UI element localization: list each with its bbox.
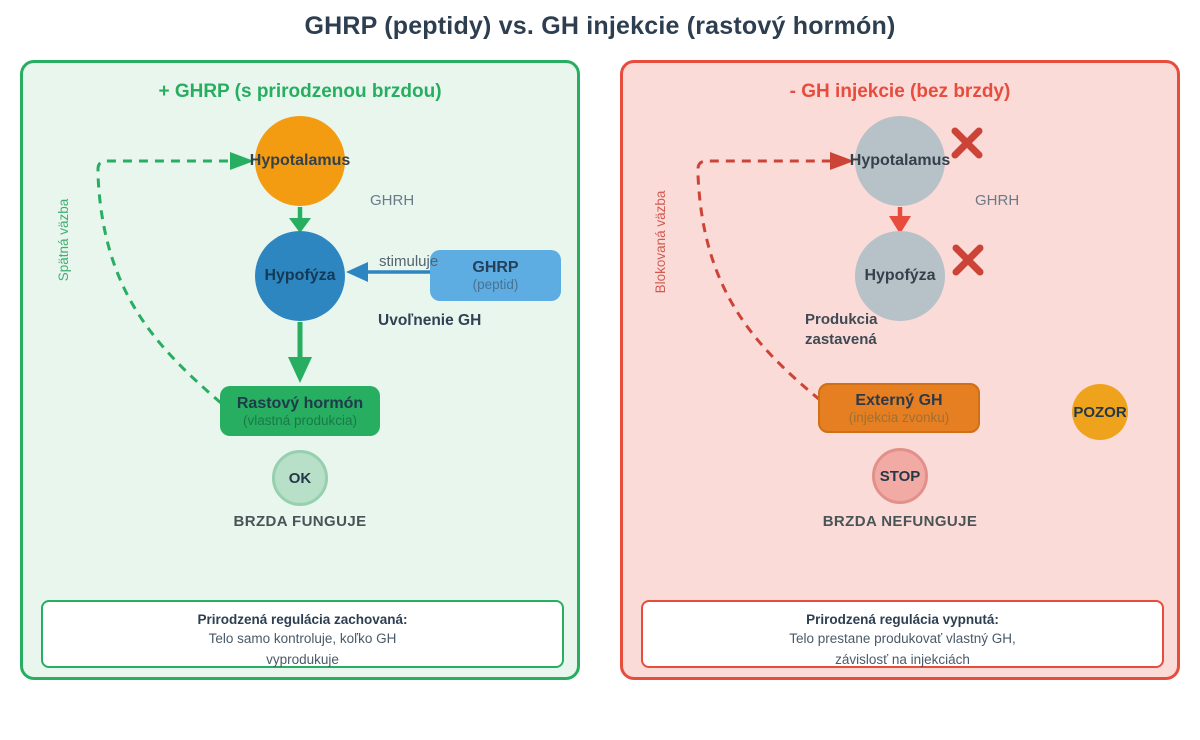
ok-badge-label: OK [288, 469, 312, 487]
ok-badge: OK [272, 450, 328, 506]
ghrh-down-arrow [289, 207, 311, 233]
note-title: Prirodzená regulácia zachovaná: [197, 612, 408, 627]
blocked-x-icon [951, 127, 983, 159]
hypothalamus-node: Hypotalamus [850, 116, 950, 206]
external-gh-title: Externý GH [855, 391, 943, 409]
pituitary-label: Hypofýza [864, 267, 936, 284]
note-line-1: Telo samo kontroluje, koľko GH [208, 631, 397, 646]
note-line-2: vyprodukuje [266, 652, 339, 667]
feedback-label: Spätná väzba [56, 198, 71, 282]
production-stopped-line-2: zastavená [805, 330, 877, 348]
ghrp-panel: + GHRP (s prirodzenou brzdou) Spätná väz… [20, 60, 580, 680]
ghrp-box-title: GHRP [472, 259, 519, 276]
gh-injection-note-box: Prirodzená regulácia vypnutá: Telo prest… [641, 600, 1164, 668]
ghrh-label: GHRH [975, 192, 1020, 209]
growth-hormone-subtitle: (vlastná produkcia) [242, 412, 358, 428]
external-gh-box: Externý GH (injekcia zvonku) [818, 383, 980, 433]
pituitary-node: Hypofýza [255, 231, 345, 321]
external-gh-subtitle: (injekcia zvonku) [848, 409, 950, 425]
feedback-dashed-arrow [96, 152, 254, 405]
blocked-feedback-dashed-arrow [696, 152, 854, 402]
blocked-feedback-label: Blokovaná väzba [653, 190, 668, 294]
stimulates-label: stimuluje [379, 253, 439, 270]
note-line-1: Telo prestane produkovať vlastný GH, [789, 631, 1016, 646]
pozor-badge: POZOR [1072, 384, 1128, 440]
note-title: Prirodzená regulácia vypnutá: [806, 612, 999, 627]
blocked-x-icon [952, 244, 984, 276]
brake-status-label: BRZDA NEFUNGUJE [822, 513, 978, 530]
hypothalamus-label: Hypotalamus [849, 152, 951, 169]
production-stopped-line-1: Produkcia [805, 311, 878, 328]
ghrp-note-box: Prirodzená regulácia zachovaná: Telo sam… [41, 600, 564, 668]
ghrp-box-subtitle: (peptid) [472, 277, 519, 292]
page-title: GHRP (peptidy) vs. GH injekcie (rastový … [304, 12, 896, 40]
growth-hormone-title: Rastový hormón [236, 394, 364, 412]
production-stopped-label: Produkcia zastavená [805, 310, 878, 349]
ghrp-panel-header: + GHRP (s prirodzenou brzdou) [158, 81, 442, 102]
growth-hormone-box: Rastový hormón (vlastná produkcia) [220, 386, 380, 436]
ghrh-down-arrow-blocked [889, 207, 911, 234]
pituitary-node: Hypofýza [855, 231, 945, 321]
ghrp-box: GHRP (peptid) [430, 250, 561, 301]
pozor-badge-label: POZOR [1073, 403, 1127, 421]
gh-injection-panel: - GH injekcie (bez brzdy) Blokovaná väzb… [620, 60, 1180, 680]
ghrh-label: GHRH [370, 192, 415, 209]
pituitary-label: Hypofýza [264, 267, 336, 284]
gh-injection-panel-header: - GH injekcie (bez brzdy) [789, 81, 1011, 102]
stop-badge-label: STOP [879, 467, 921, 485]
gh-release-down-arrow [288, 322, 312, 383]
hypothalamus-label: Hypotalamus [249, 152, 351, 169]
hypothalamus-node: Hypotalamus [250, 116, 350, 206]
note-line-2: závislosť na injekciách [835, 652, 970, 667]
brake-status-label: BRZDA FUNGUJE [233, 513, 367, 530]
gh-release-label: Uvoľnenie GH [378, 312, 482, 329]
stop-badge: STOP [872, 448, 928, 504]
